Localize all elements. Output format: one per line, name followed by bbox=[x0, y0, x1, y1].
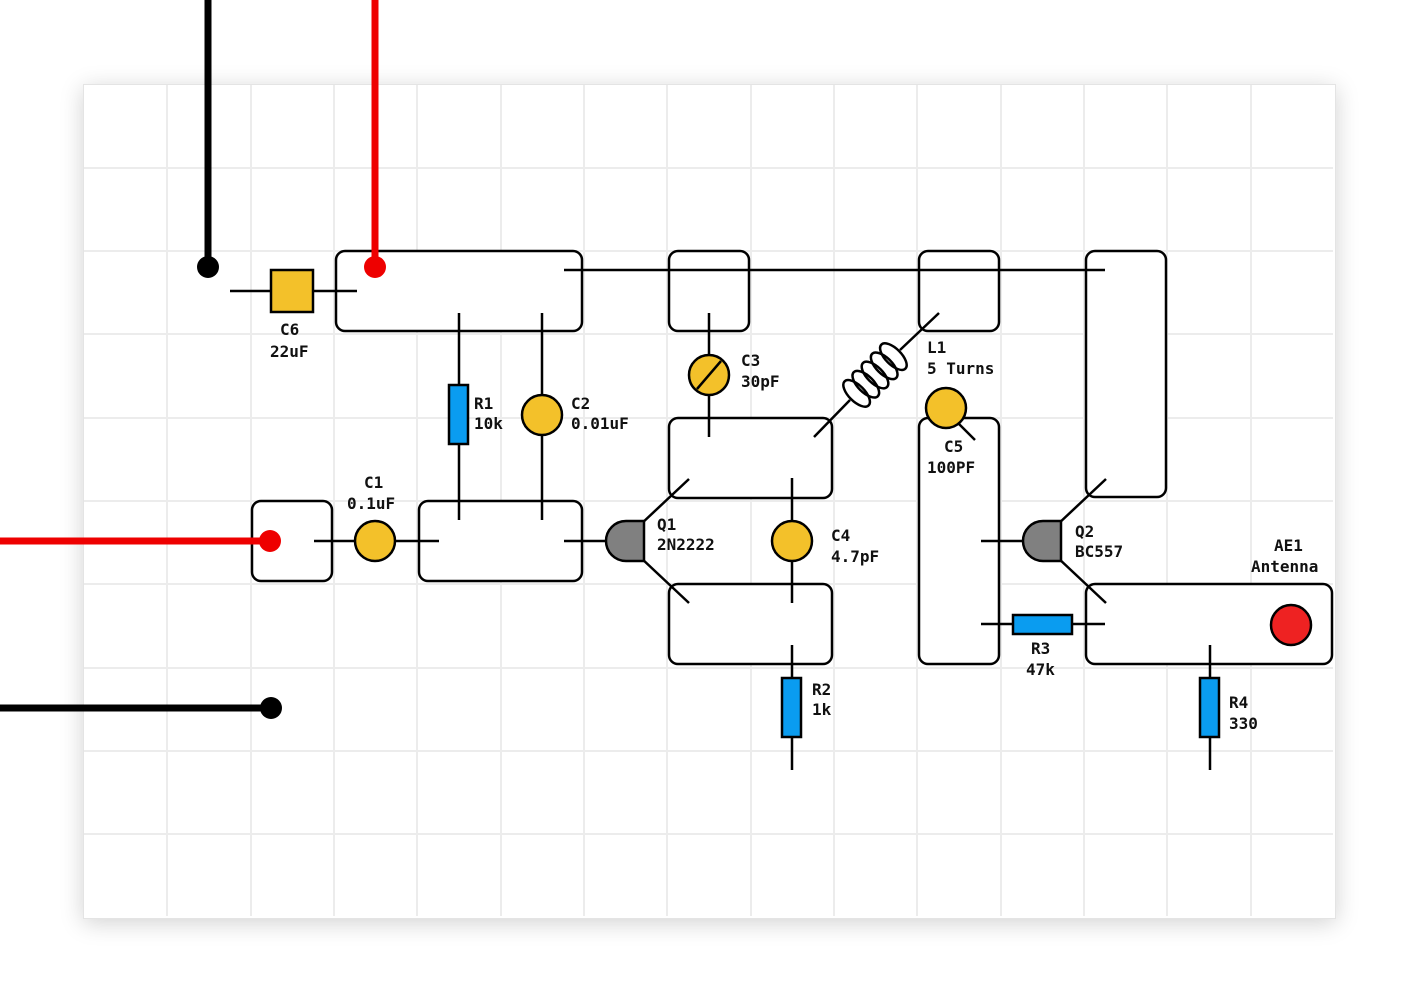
q2-ref-label: Q2 bbox=[1075, 522, 1094, 541]
resistor-r3-body[interactable] bbox=[1011, 613, 1074, 636]
q1-ref-label: Q1 bbox=[657, 515, 676, 534]
r4-value-label: 330 bbox=[1229, 714, 1258, 733]
pad-q2-collector bbox=[1084, 249, 1168, 499]
positive-terminal-top[interactable] bbox=[364, 256, 386, 278]
trimmer-capacitor-c3[interactable] bbox=[687, 353, 731, 397]
c6-ref-label: C6 bbox=[280, 320, 299, 339]
supply-wires bbox=[0, 0, 386, 719]
capacitor-c4-body[interactable] bbox=[770, 519, 814, 563]
antenna-ae1-terminal[interactable] bbox=[1269, 603, 1313, 647]
l1-value-label: 5 Turns bbox=[927, 359, 994, 378]
l1-ref-label: L1 bbox=[927, 338, 946, 357]
c1-value-label: 0.1uF bbox=[347, 494, 395, 513]
r4-ref-label: R4 bbox=[1229, 693, 1248, 712]
transistor-q2-body[interactable] bbox=[1021, 519, 1063, 563]
c2-ref-label: C2 bbox=[571, 394, 590, 413]
capacitor-c2-body[interactable] bbox=[520, 393, 564, 437]
pad-q1-base bbox=[417, 499, 584, 583]
ground-terminal-bottom[interactable] bbox=[260, 697, 282, 719]
transistor-q1-body[interactable] bbox=[604, 519, 646, 563]
pad-q1-emitter bbox=[667, 582, 834, 666]
resistor-r1-body[interactable] bbox=[447, 383, 470, 446]
ae1-value-label: Antenna bbox=[1251, 557, 1318, 576]
signal-input-terminal[interactable] bbox=[259, 530, 281, 552]
c4-value-label: 4.7pF bbox=[831, 547, 879, 566]
r2-value-label: 1k bbox=[812, 700, 832, 719]
r3-ref-label: R3 bbox=[1031, 639, 1050, 658]
ae1-ref-label: AE1 bbox=[1274, 536, 1303, 555]
c1-ref-label: C1 bbox=[364, 473, 383, 492]
c3-ref-label: C3 bbox=[741, 351, 760, 370]
resistor-r4-body[interactable] bbox=[1198, 676, 1221, 739]
capacitor-c6-body[interactable] bbox=[269, 268, 315, 314]
c4-ref-label: C4 bbox=[831, 526, 850, 545]
c5-value-label: 100PF bbox=[927, 458, 975, 477]
q1-value-label: 2N2222 bbox=[657, 535, 715, 554]
capacitor-c1-body[interactable] bbox=[353, 519, 397, 563]
resistor-r2-body[interactable] bbox=[780, 676, 803, 739]
c3-value-label: 30pF bbox=[741, 372, 780, 391]
pad-q1-collector bbox=[667, 416, 834, 500]
r1-value-label: 10k bbox=[474, 414, 503, 433]
r1-ref-label: R1 bbox=[474, 394, 493, 413]
c5-ref-label: C5 bbox=[944, 437, 963, 456]
r2-ref-label: R2 bbox=[812, 680, 831, 699]
c2-value-label: 0.01uF bbox=[571, 414, 629, 433]
ground-terminal-top[interactable] bbox=[197, 256, 219, 278]
inductor-l1 bbox=[842, 342, 908, 408]
r3-value-label: 47k bbox=[1026, 660, 1055, 679]
capacitor-c5-body[interactable] bbox=[924, 386, 968, 430]
q2-value-label: BC557 bbox=[1075, 542, 1123, 561]
c6-value-label: 22uF bbox=[270, 342, 309, 361]
